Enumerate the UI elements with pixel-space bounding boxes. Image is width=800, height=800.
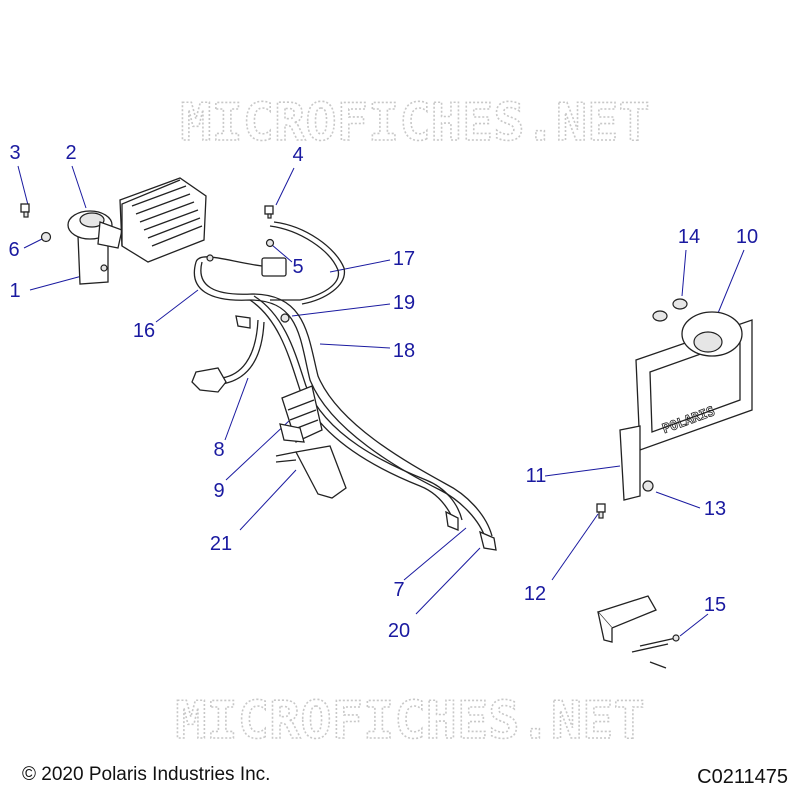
wiring-harness (193, 221, 497, 551)
callout-11: 11 (525, 465, 547, 487)
callout-6: 6 (8, 239, 20, 261)
callout-5: 5 (292, 256, 304, 278)
callout-7: 7 (393, 579, 405, 601)
leader-lines (17, 165, 745, 637)
callout-14: 14 (677, 226, 701, 248)
nut-part-13 (642, 480, 654, 492)
callout-9: 9 (213, 480, 225, 502)
grommet-part-14 (652, 298, 688, 322)
callout-15: 15 (703, 594, 727, 616)
callout-16: 16 (132, 320, 156, 342)
nut-part-5 (265, 238, 275, 248)
screw-part-4 (264, 205, 274, 219)
cover-part-21 (275, 445, 347, 499)
callout-21: 21 (209, 533, 233, 555)
voltage-regulator (119, 177, 207, 263)
horn-and-bracket-parts-1-2 (67, 210, 123, 285)
watermark-bottom: MICROFICHES.NET (175, 691, 645, 751)
callout-20: 20 (387, 620, 411, 642)
relay-box (261, 257, 287, 277)
callout-18: 18 (392, 340, 416, 362)
washer-part-6 (40, 231, 52, 243)
bolt-part-12 (596, 503, 606, 519)
bracket-and-bolts-part-15 (596, 595, 680, 669)
callout-1: 1 (9, 280, 21, 302)
callout-2: 2 (65, 142, 77, 164)
housing-part-10 (681, 311, 743, 357)
callout-17: 17 (392, 248, 416, 270)
callout-10: 10 (735, 226, 759, 248)
callout-13: 13 (703, 498, 727, 520)
diagram-code: C0211475 (697, 766, 788, 788)
copyright-text: © 2020 Polaris Industries Inc. (22, 764, 271, 785)
callout-19: 19 (392, 292, 416, 314)
screw-part-3 (20, 203, 30, 218)
fuse-block-part-9 (279, 385, 323, 443)
callout-12: 12 (523, 583, 547, 605)
callout-3: 3 (9, 142, 21, 164)
callout-8: 8 (213, 439, 225, 461)
callout-4: 4 (292, 144, 304, 166)
connector-part-8 (191, 367, 227, 393)
watermark-top: MICROFICHES.NET (180, 93, 650, 153)
